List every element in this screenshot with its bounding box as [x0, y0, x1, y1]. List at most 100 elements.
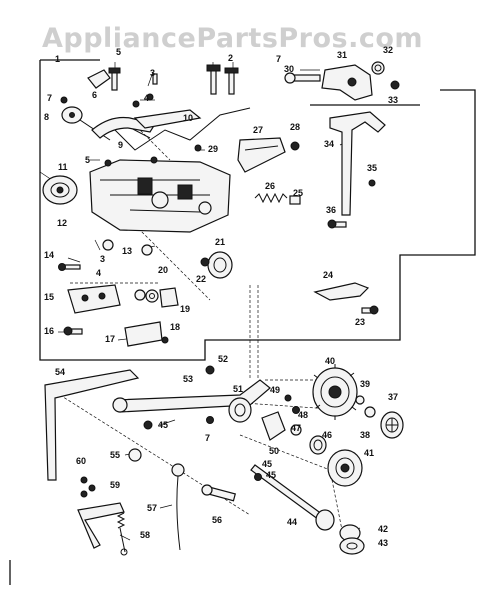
part-54-arm [44, 369, 140, 481]
part-46-ring [309, 435, 327, 455]
part-56-stud [201, 484, 237, 502]
label-37: 37 [388, 392, 398, 402]
label-19: 19 [180, 304, 190, 314]
part-50-cam [261, 411, 286, 441]
part-35-screw [368, 179, 376, 187]
part-45-screw-left [143, 420, 153, 430]
label-34: 34 [324, 139, 334, 149]
label-7: 7 [47, 93, 52, 103]
label-52: 52 [218, 354, 228, 364]
parts-47-48-49 [284, 394, 302, 436]
part-32-spring [371, 61, 385, 75]
part-45-screw-right [254, 473, 262, 481]
label-48: 48 [298, 410, 308, 420]
label-33: 33 [388, 95, 398, 105]
label-45-repeat: 45 [158, 420, 168, 430]
part-30-pin [284, 72, 321, 84]
label-25: 25 [293, 188, 303, 198]
label-11: 11 [58, 162, 68, 172]
part-17-plate [124, 321, 163, 347]
label-50: 50 [269, 446, 279, 456]
label-18: 18 [170, 322, 180, 332]
part-6-lever [87, 69, 111, 89]
part-18-screw [161, 336, 169, 344]
label-5: 5 [116, 47, 121, 57]
label-35: 35 [367, 163, 377, 173]
part-21-cam [207, 251, 233, 279]
label-6: 6 [92, 90, 97, 100]
label-40: 40 [325, 356, 335, 366]
screws-upper [60, 64, 239, 167]
label-7-repeat-bottom: 7 [205, 433, 210, 443]
part-57-cord [171, 463, 185, 551]
label-22: 22 [196, 274, 206, 284]
parts-42-43 [339, 524, 365, 555]
label-9: 9 [118, 140, 123, 150]
label-46: 46 [322, 430, 332, 440]
label-26: 26 [265, 181, 275, 191]
label-15: 15 [44, 292, 54, 302]
label-1: 1 [55, 54, 60, 64]
label-12: 12 [57, 218, 67, 228]
label-3: 3 [150, 68, 155, 78]
label-4: 4 [144, 93, 149, 103]
part-34-link [329, 111, 386, 216]
label-23: 23 [355, 317, 365, 327]
label-5-repeat: 5 [85, 155, 90, 165]
part-37-gear [380, 411, 404, 439]
label-13: 13 [122, 246, 132, 256]
part-55-washer [128, 448, 142, 462]
label-28: 28 [290, 122, 300, 132]
label-49: 49 [270, 385, 280, 395]
label-27: 27 [253, 125, 263, 135]
label-44: 44 [287, 517, 297, 527]
label-32: 32 [383, 45, 393, 55]
label-51: 51 [233, 384, 243, 394]
part-28-screw [290, 141, 300, 151]
label-53: 53 [183, 374, 193, 384]
label-59: 59 [110, 480, 120, 490]
label-20: 20 [158, 265, 168, 275]
part-7-screw-lower [206, 416, 214, 424]
label-14: 14 [44, 250, 54, 260]
part-26-spring [254, 192, 301, 205]
label-58: 58 [140, 530, 150, 540]
part-10-bracket [133, 109, 202, 129]
part-24-lever [313, 282, 370, 301]
label-45: 45 [266, 470, 276, 480]
parts-38-39 [355, 395, 376, 418]
part-31-bracket [321, 64, 373, 101]
main-housing [89, 107, 251, 233]
part-58-spring [116, 512, 128, 556]
label-41: 41 [364, 448, 374, 458]
label-16: 16 [44, 326, 54, 336]
part-27-plate [237, 137, 286, 173]
label-47: 47 [291, 423, 301, 433]
label-24: 24 [323, 270, 333, 280]
label-2: 2 [228, 53, 233, 63]
part-22-screw [200, 257, 210, 267]
part-33-nut [390, 80, 400, 90]
label-60: 60 [76, 456, 86, 466]
part-12-wheel [42, 175, 78, 205]
part-19-20-washers [134, 287, 179, 308]
label-4-repeat: 4 [96, 268, 101, 278]
label-30: 30 [284, 64, 294, 74]
label-55: 55 [110, 450, 120, 460]
frame-outline [9, 59, 476, 585]
part-23-screw [361, 305, 379, 315]
part-13-washer [102, 239, 153, 256]
label-43: 43 [378, 538, 388, 548]
part-36-screw [327, 219, 347, 229]
label-38: 38 [360, 430, 370, 440]
label-57: 57 [147, 503, 157, 513]
part-41-gear [327, 449, 363, 487]
part-14-screw [58, 263, 81, 271]
label-45-repeat-lower: 45 [262, 459, 272, 469]
part-51-collar [228, 397, 252, 423]
part-labels: 1 2 3 4 5 6 7 8 9 10 11 12 13 14 15 16 1… [44, 45, 398, 548]
label-8: 8 [44, 112, 49, 122]
label-7-repeat-top: 7 [276, 54, 281, 64]
label-36: 36 [326, 205, 336, 215]
